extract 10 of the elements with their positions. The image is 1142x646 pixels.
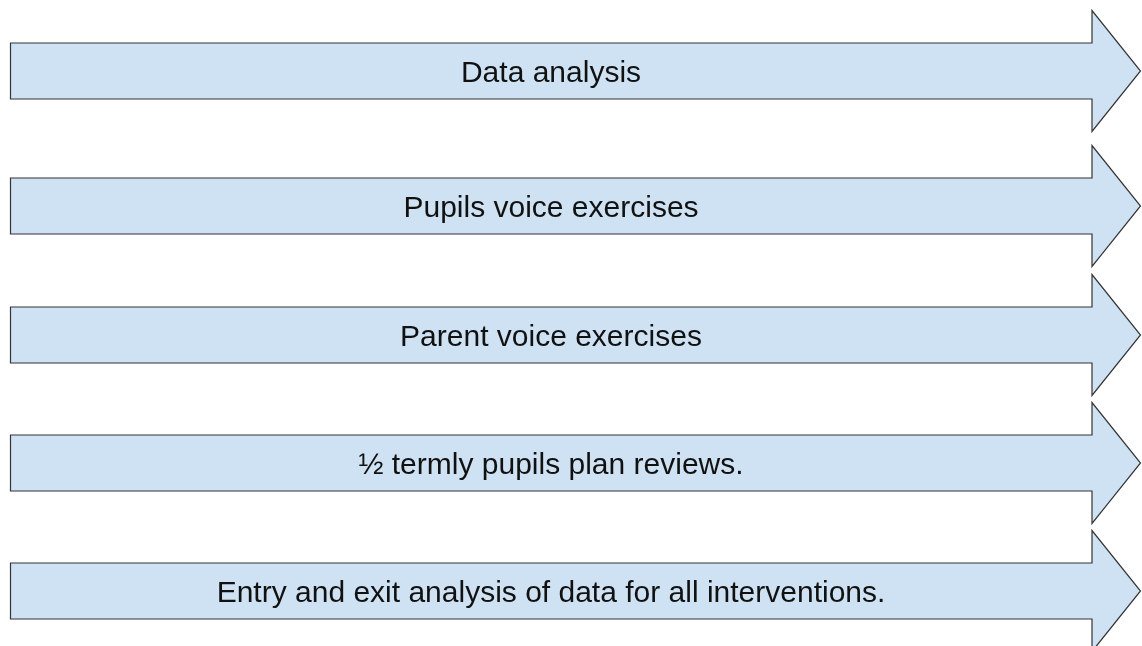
arrow-label: Entry and exit analysis of data for all interventions. [215, 574, 887, 608]
arrow-shape [10, 145, 1141, 267]
arrow-shape [10, 274, 1141, 396]
arrow-label: Parent voice exercises [399, 318, 703, 352]
arrow-shape [10, 402, 1141, 524]
arrow-label: Pupils voice exercises [402, 189, 700, 223]
arrow-shape [10, 530, 1141, 646]
arrow-shape [10, 10, 1141, 132]
arrow-label: ½ termly pupils plan reviews. [357, 446, 745, 480]
arrow-label: Data analysis [459, 54, 643, 88]
